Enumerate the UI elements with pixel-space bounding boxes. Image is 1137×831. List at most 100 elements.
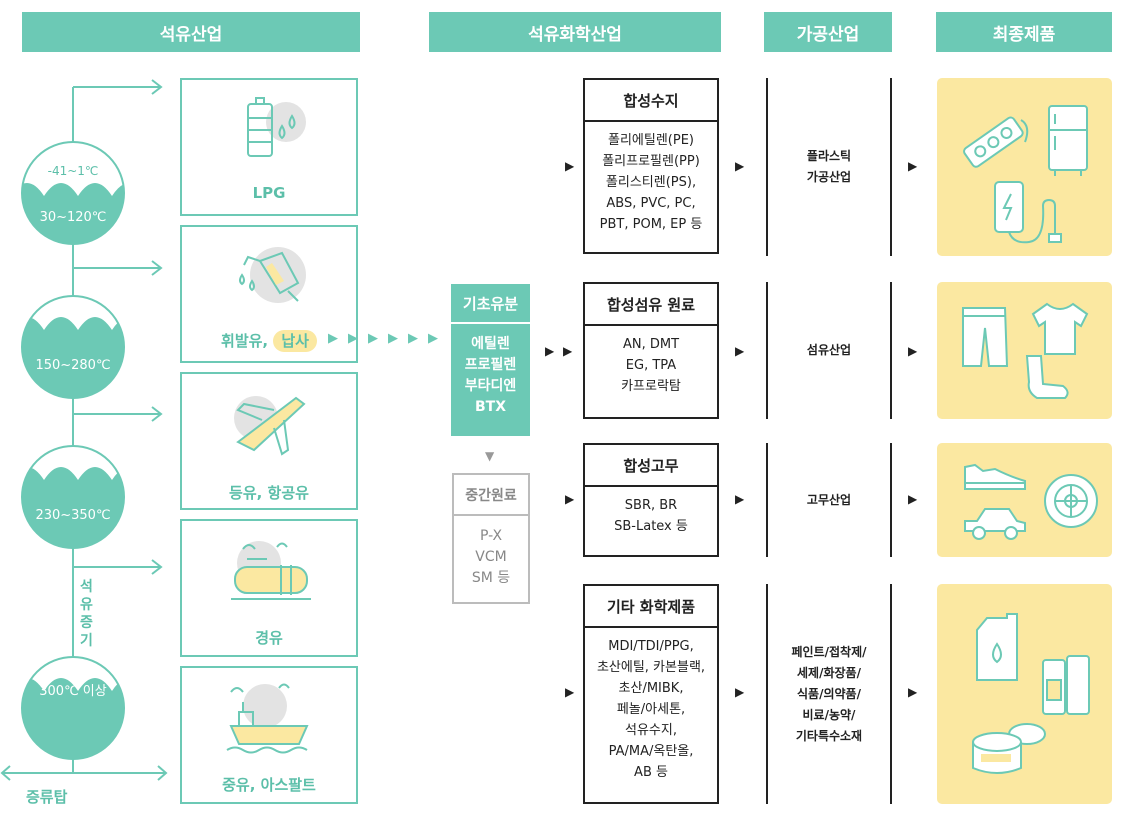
intermediate-item: SM 등 [471,570,511,586]
chem-item: PBT, POM, EP 등 [599,217,703,232]
header-petrochemical: 석유화학산업 [429,12,721,52]
chem-item: 카프로락탐 [621,379,681,394]
header-final-products: 최종제품 [936,12,1112,52]
chem-item: SBR, BR [624,498,678,513]
basic-oil-item: 에틸렌 [471,336,510,352]
flow-arrow: ▶ [908,159,918,173]
chem-item: AB 등 [634,765,668,780]
chem-item: ABS, PVC, PC, [606,196,696,211]
flow-arrow: ▶ [908,344,918,358]
flow-arrow: ▶ [348,331,358,346]
basic-oils-title: 기초유분 [451,284,530,324]
sneaker-icon [964,463,1026,490]
tower-temp-4: 300℃ 이상 [39,684,107,699]
processing-line: 비료/농약/ [802,707,856,722]
header-petroleum: 석유산업 [22,12,360,52]
chem-box-synthetic-fiber: 합성섬유 원료 AN, DMT EG, TPA 카프로락탐 [583,282,719,419]
chem-item: SB-Latex 등 [614,519,688,534]
tower-temp-1-top: -41~1℃ [47,164,99,178]
tower-temp-2: 150~280℃ [35,358,111,373]
chem-item: 폴리스티렌(PS), [605,175,697,190]
chem-item: EG, TPA [625,358,677,373]
flow-arrow: ▶ [428,331,438,346]
chem-title: 기타 화학제품 [585,586,717,628]
steam-label: 석유증기 [80,579,93,649]
flow-arrow: ▶ [908,685,918,699]
product-box-gasoline: 휘발유, 납사 [180,225,358,363]
tower-label: 증류탑 [26,788,68,806]
basic-oils-box: 기초유분 에틸렌 프로필렌 부타디엔 BTX [451,284,530,436]
product-label-heavy-oil: 중유, 아스팔트 [222,776,316,794]
sock-icon [1025,355,1069,399]
basic-oil-item: BTX [474,399,506,415]
flow-arrow: ▶ [563,344,573,358]
chem-title: 합성고무 [585,445,717,487]
chem-item: 폴리에틸렌(PE) [608,133,694,148]
distillation-tower [0,79,168,781]
chem-box-other-chemicals: 기타 화학제품 MDI/TDI/PPG, 초산에틸, 카본블랙, 초산/MIBK… [583,584,719,804]
fuel-nozzle-icon [239,247,306,303]
down-arrow: ▼ [485,449,495,463]
chem-item: AN, DMT [622,337,680,352]
flow-arrow: ▶ [388,331,398,346]
gasoline-text: 휘발유, [221,332,274,350]
flow-arrow: ▶ [408,331,418,346]
flow-arrow: ▶ [565,685,575,699]
processing-line: 섬유산업 [806,343,852,357]
product-box-kerosene: 등유, 항공유 [180,372,358,510]
tower-temp-1: 30~120℃ [39,210,107,225]
refrigerator-icon [1048,105,1088,176]
processing-textile: 섬유산업 [766,282,892,419]
product-box-heavy-oil: 중유, 아스팔트 [180,666,358,804]
chem-item: 초산에틸, 카본블랙, [596,660,706,675]
flow-arrow: ▶ [368,331,378,346]
chem-title: 합성섬유 원료 [585,284,717,326]
final-panel-others [937,584,1112,804]
processing-line: 식품/의약품/ [797,686,861,701]
chem-item: PA/MA/옥탄올, [608,744,694,759]
flow-arrow: ▶ [735,492,745,506]
chem-box-synthetic-rubber: 합성고무 SBR, BR SB-Latex 등 [583,443,719,557]
cosmetic-bottles-icon [1042,655,1090,715]
flow-arrow: ▶ [908,492,918,506]
chem-item: 페놀/아세톤, [616,702,686,717]
basic-oil-item: 프로필렌 [464,357,517,373]
flow-arrow: ▶ [328,331,338,346]
tire-icon [1044,474,1098,528]
chem-item: 초산/MIBK, [618,681,684,696]
tower-temp-3: 230~350℃ [35,508,111,523]
chem-item: 폴리프로필렌(PP) [602,154,700,169]
tank-truck-icon [231,541,311,600]
basic-oil-item: 부타디엔 [464,378,517,394]
processing-line: 세제/화장품/ [797,665,861,680]
final-panel-textile [937,282,1112,419]
processing-line: 플라스틱 [806,149,852,163]
flow-arrow: ▶ [565,159,575,173]
chem-item: 석유수지, [625,723,677,738]
chem-item: MDI/TDI/PPG, [608,639,694,654]
flow-arrow: ▶ [545,344,555,358]
final-panel-plastic [937,78,1112,256]
final-panel-rubber [937,443,1112,557]
naphtha-highlight: 납사 [273,330,317,352]
product-label-diesel: 경유 [255,629,283,647]
product-box-diesel: 경유 [180,519,358,657]
fuel-tank-icon [247,97,306,157]
flow-arrow: ▶ [735,159,745,173]
pants-icon [962,307,1009,367]
ship-icon [226,683,309,754]
processing-others: 페인트/접착제/ 세제/화장품/ 식품/의약품/ 비료/농약/ 기타특수소재 [766,584,892,804]
tshirt-icon [1031,302,1089,355]
processing-line: 가공산업 [806,170,852,184]
intermediate-item: VCM [475,549,507,565]
processing-line: 고무산업 [806,492,852,507]
intermediate-box: 중간원료 P-X VCM SM 등 [452,473,530,604]
chem-box-synthetic-resin: 합성수지 폴리에틸렌(PE) 폴리프로필렌(PP) 폴리스티렌(PS), ABS… [583,78,719,254]
intermediate-title: 중간원료 [454,475,528,516]
header-processing: 가공산업 [764,12,892,52]
cream-jar-icon [972,723,1046,774]
power-strip-icon [963,116,1029,168]
product-box-lpg: LPG [180,78,358,216]
detergent-jug-icon [976,613,1018,681]
